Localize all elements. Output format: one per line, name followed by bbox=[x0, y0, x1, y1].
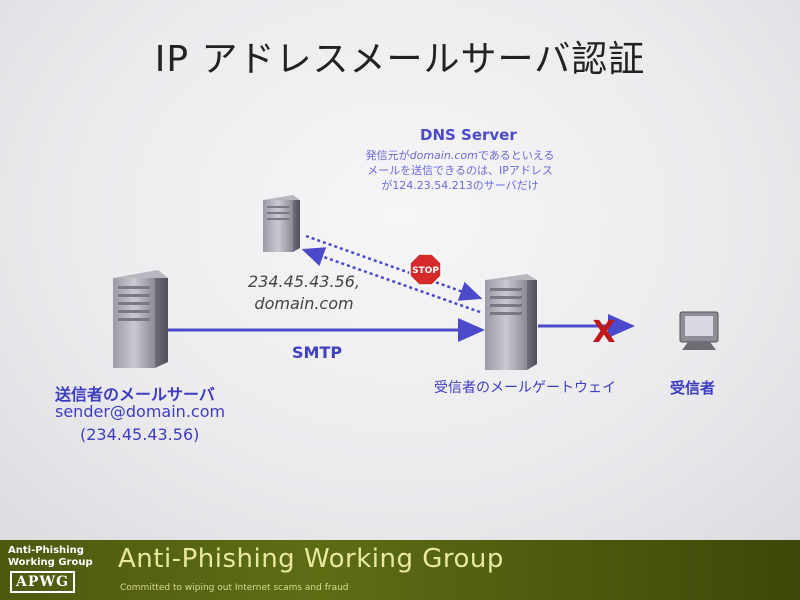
stop-sign-icon: STOP bbox=[409, 253, 442, 286]
dns-response-arrow bbox=[301, 247, 481, 314]
gateway-label: 受信者のメールゲートウェイ bbox=[434, 380, 616, 396]
server-icon bbox=[485, 274, 537, 370]
dns-server-title: DNS Server bbox=[420, 126, 517, 144]
sender-email: sender@domain.com bbox=[55, 402, 226, 421]
slide-title: IP アドレスメールサーバ認証 bbox=[154, 39, 646, 80]
dns-query-arrow bbox=[305, 234, 483, 301]
dns-record-ip: 234.45.43.56, bbox=[248, 272, 360, 291]
receiver-label: 受信者 bbox=[670, 379, 716, 397]
monitor-icon bbox=[679, 311, 719, 350]
dns-note-line: が124.23.54.213のサーバだけ bbox=[381, 179, 539, 192]
server-icon bbox=[263, 195, 300, 252]
server-icon bbox=[113, 270, 168, 368]
slide-background bbox=[0, 0, 800, 540]
sender-ip: (234.45.43.56) bbox=[80, 425, 200, 444]
sender-server-name: 送信者のメールサーバ bbox=[55, 385, 215, 404]
logo-line: Working Group bbox=[8, 557, 93, 568]
network-diagram: STOP X bbox=[113, 195, 719, 370]
apwg-logo: APWG bbox=[10, 571, 76, 593]
dns-note-line: 発信元がdomain.comであるといえる bbox=[365, 149, 555, 162]
stop-label: STOP bbox=[412, 266, 439, 276]
footer-title: Anti-Phishing Working Group bbox=[118, 544, 504, 574]
footer-tagline: Committed to wiping out Internet scams a… bbox=[120, 583, 349, 593]
smtp-label: SMTP bbox=[292, 343, 343, 362]
footer-banner: Anti-Phishing Working Group APWG Anti-Ph… bbox=[0, 540, 800, 600]
logo-line: Anti-Phishing bbox=[8, 545, 84, 556]
dns-note-line: メールを送信できるのは、IPアドレス bbox=[367, 164, 553, 177]
apwg-logo-block: Anti-Phishing Working Group APWG bbox=[6, 544, 93, 596]
dns-record-domain: domain.com bbox=[254, 294, 354, 313]
reject-mark: X bbox=[592, 315, 615, 350]
